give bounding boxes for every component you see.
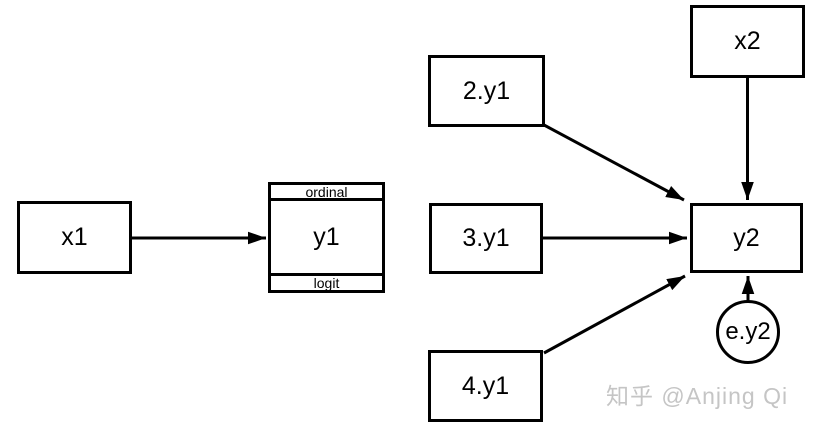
node-y2-label: y2: [733, 223, 760, 252]
watermark: 知乎 @Anjing Qi: [606, 383, 789, 409]
edge-4y1-to-y2: [543, 274, 686, 355]
node-x2: x2: [690, 5, 805, 78]
node-y1-logit-tag: logit: [268, 273, 385, 293]
node-y1-label: y1: [313, 222, 340, 251]
node-2y1-label: 2.y1: [462, 76, 511, 105]
node-3y1-label: 3.y1: [462, 224, 510, 252]
node-x1-label: x1: [61, 223, 88, 251]
node-y1-ordinal-label: ordinal: [305, 183, 348, 200]
node-y2: y2: [690, 203, 803, 273]
node-y1-logit-label: logit: [313, 275, 340, 291]
node-x1: x1: [17, 201, 132, 274]
node-4y1: 4.y1: [428, 350, 543, 422]
node-4y1-label: 4.y1: [461, 371, 510, 400]
edge-2y1-to-y2: [543, 123, 685, 202]
node-x2-label: x2: [734, 27, 761, 55]
node-y1: y1: [268, 198, 385, 276]
node-3y1: 3.y1: [429, 203, 543, 274]
node-ey2-label: e.y2: [725, 318, 771, 345]
node-ey2-error-term: e.y2: [716, 300, 780, 364]
node-2y1: 2.y1: [428, 55, 545, 127]
